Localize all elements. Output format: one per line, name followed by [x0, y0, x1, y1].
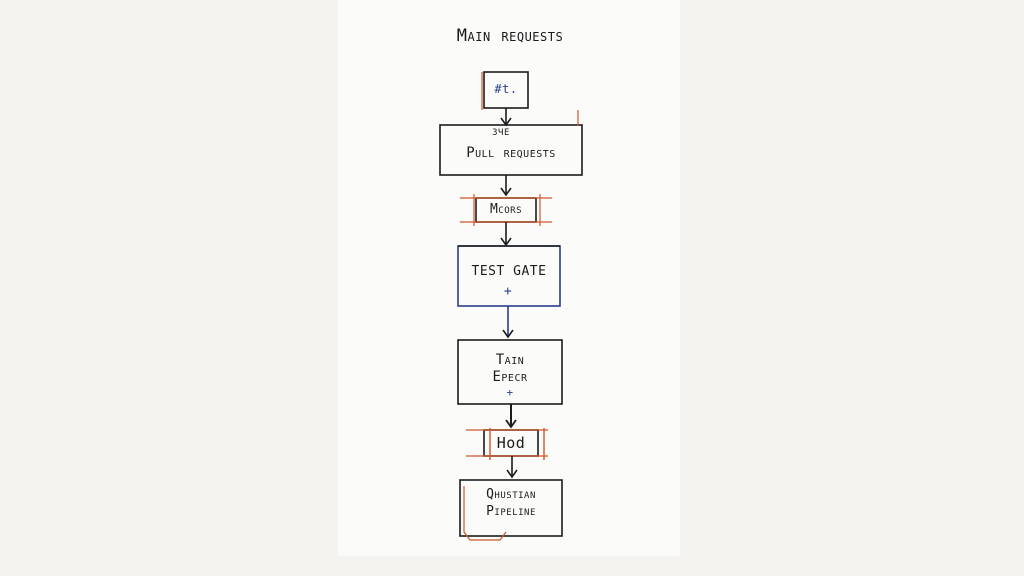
- node-label-mcors: Mcors: [489, 202, 522, 217]
- node-label-pull-requests: Pull requests: [466, 145, 556, 161]
- node-label-start: #t.: [494, 82, 518, 96]
- node-annotation-test-gate: +: [503, 284, 513, 299]
- node-label-tain-epecr-line1: Tain: [495, 352, 525, 368]
- arrow-head: [500, 187, 512, 197]
- arrow-head: [500, 237, 512, 247]
- diagram-title: Main requests: [456, 26, 564, 46]
- arrow-head: [506, 469, 518, 479]
- node-annotation-tain-epecr: +: [506, 386, 514, 399]
- node-label-qhustian-pipeline-line2: Pipeline: [486, 504, 536, 519]
- node-label-qhustian-pipeline-line1: Qhustian: [486, 487, 536, 502]
- node-label-hod: Hod: [496, 434, 526, 452]
- paper-sheet: [338, 0, 680, 556]
- arrow-head: [502, 329, 514, 339]
- orange-mark: [463, 486, 507, 541]
- node-box-pull-requests: [439, 124, 583, 176]
- arrow-head: [505, 419, 517, 429]
- node-label-tain-epecr-line2: Epecr: [492, 369, 528, 385]
- node-label-test-gate: TEST GATE: [471, 264, 547, 279]
- node-box-qhustian-pipeline: [459, 479, 563, 537]
- node-annotation-pull-requests: ЗЧЕ: [492, 128, 510, 138]
